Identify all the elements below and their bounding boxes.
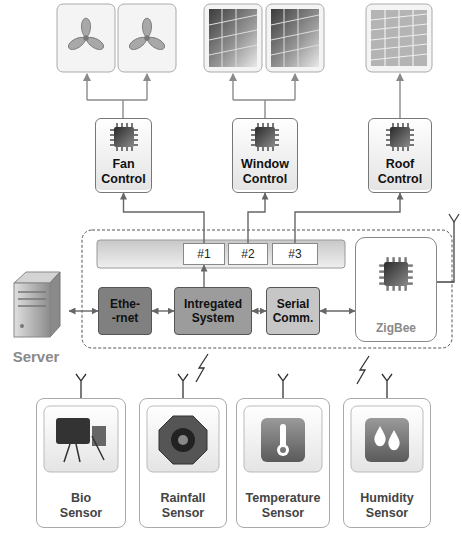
zigbee-chip (379, 257, 413, 291)
sensor-box: Rainfall Sensor (139, 398, 227, 528)
connector (295, 193, 400, 243)
node-label: Serial Comm. (273, 297, 314, 326)
node-label: Ethe- -rnet (110, 297, 140, 326)
gateway-housing (82, 230, 452, 348)
sensor-box: Bio Sensor (36, 398, 126, 528)
connector (69, 310, 98, 311)
node-label: Window Control (241, 157, 289, 187)
node-label: #3 (288, 247, 301, 261)
control-box: Roof Control (368, 118, 432, 193)
module-box: Intregated System (174, 287, 252, 335)
output-bar (97, 240, 345, 268)
control-box: Fan Control (95, 118, 152, 193)
actuator-wire (87, 74, 400, 118)
node-label: Fan Control (101, 157, 145, 187)
node-label: Humidity Sensor (360, 491, 413, 521)
fan-picture (57, 4, 176, 72)
node-label: #2 (241, 247, 254, 261)
control-box: Window Control (232, 118, 298, 193)
control-chip (95, 118, 432, 190)
node-label: Bio Sensor (60, 491, 102, 521)
sensor-antenna (76, 354, 392, 398)
roof-picture (366, 4, 432, 72)
port-box: #2 (228, 243, 268, 265)
connector (124, 193, 205, 243)
connector (320, 310, 355, 311)
server-node: Server (3, 268, 69, 368)
port-box: #1 (183, 243, 225, 265)
node-label: Intregated System (184, 297, 242, 326)
sensor-box: Humidity Sensor (343, 398, 431, 528)
node-label: Server (13, 348, 60, 366)
window-picture (204, 4, 324, 72)
node-label: Roof Control (378, 157, 422, 187)
zigbee-box: ZigBee (355, 237, 437, 342)
server-icon (14, 272, 60, 337)
connector (152, 310, 174, 311)
port-box: #3 (272, 243, 318, 265)
sensor-box: Temperature Sensor (236, 398, 330, 528)
node-label: Rainfall Sensor (160, 491, 205, 521)
module-box: Serial Comm. (266, 287, 320, 335)
connector (248, 193, 265, 243)
node-label: #1 (197, 247, 210, 261)
node-label: Temperature Sensor (246, 491, 321, 521)
connector (252, 310, 266, 311)
connector (203, 265, 204, 287)
zigbee-antenna (437, 214, 459, 282)
sensor-picture (44, 406, 423, 472)
module-box: Ethe- -rnet (98, 287, 152, 335)
node-label: ZigBee (376, 321, 416, 335)
